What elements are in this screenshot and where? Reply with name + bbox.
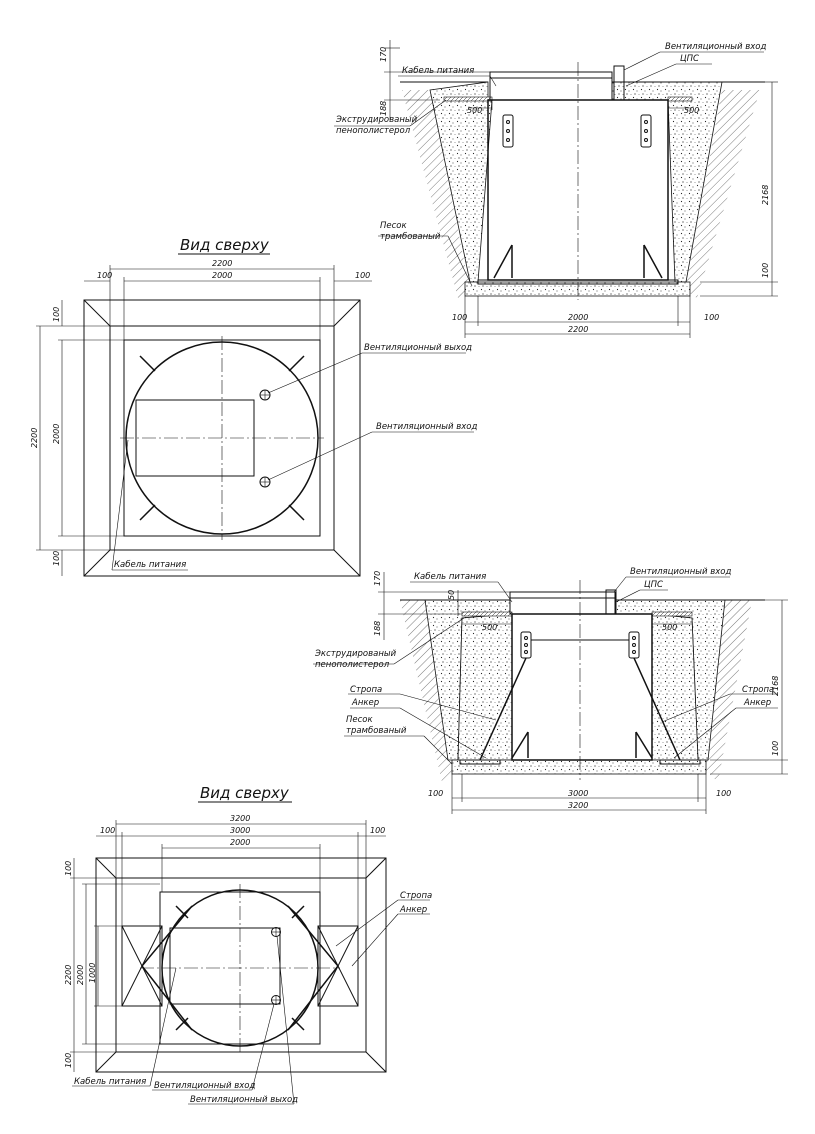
label-anchor-2l: Анкер [351, 698, 379, 708]
bracket-left-1 [502, 114, 514, 148]
sand-bottom-2 [451, 759, 707, 775]
label-foam-1: Экструдированый [335, 115, 418, 125]
dim-2168-1: 2168 [761, 185, 770, 205]
top-view-1-title: Вид сверху [180, 236, 270, 254]
dim-100-1v: 100 [761, 263, 770, 278]
foam-left-2 [461, 611, 513, 617]
label-vent-in-2: Вентиляционный вход [630, 567, 731, 577]
dim-2200-1h: 2200 [568, 325, 588, 334]
neck-1 [489, 71, 613, 101]
label-sling-2l: Стропа [350, 685, 382, 695]
label-anchor-2r: Анкер [743, 698, 771, 708]
dim-170-1: 170 [379, 47, 388, 62]
label-vent-in-t2: Вентиляционный вход [154, 1081, 255, 1091]
dim-2000-t2v: 2000 [76, 965, 85, 985]
dim-2000-t1v: 2000 [52, 424, 61, 444]
label-power-cable-1: Кабель питания [402, 66, 474, 76]
sand-outline-2 [115, 877, 367, 1053]
dim-3200-2: 3200 [568, 801, 588, 810]
pit-outline-1 [83, 299, 361, 577]
dim-2000-1h: 2000 [568, 313, 588, 322]
label-sand-2: Песок [346, 715, 373, 725]
label-sling-2r: Стропа [742, 685, 774, 695]
dim-3200-t2: 3200 [230, 814, 250, 823]
dim-100-t1b: 100 [52, 551, 61, 566]
label-power-cable-t2: Кабель питания [74, 1077, 146, 1087]
label-anchor-t2: Анкер [399, 905, 427, 915]
hatch-2 [169, 927, 281, 1005]
label-cps-1: ЦПС [680, 54, 699, 64]
base-plate-1 [477, 279, 679, 285]
dim-2200-t1v: 2200 [30, 428, 39, 448]
tank-2 [511, 613, 653, 761]
earth-left-2 [400, 600, 455, 782]
dim-500-2l: 500 [482, 623, 497, 632]
foam-left-1 [443, 96, 493, 102]
dim-500-2r: 500 [662, 623, 677, 632]
label-power-cable-t1: Кабель питания [114, 560, 186, 570]
section-2: 170 188 50 2168 100 3000 3200 100 100 50… [313, 567, 788, 814]
dim-188-2: 188 [373, 621, 382, 636]
dim-170-2: 170 [373, 571, 382, 586]
top-view-1: Вид сверху 2200 2000 100 10 [30, 236, 477, 577]
label-vent-out-t2: Вентиляционный выход [190, 1095, 298, 1105]
dim-3000-2: 3000 [568, 789, 588, 798]
label-sand2-2: трамбованый [346, 726, 407, 736]
dim-100-t2r: 100 [370, 826, 385, 835]
dim-2000-t2: 2000 [230, 838, 250, 847]
dim-2168-2: 2168 [771, 676, 780, 696]
label-vent-in-1: Вентиляционный вход [665, 42, 766, 52]
dim-2000-t1: 2000 [212, 271, 232, 280]
top-view-2-title: Вид сверху [200, 784, 290, 802]
top-view-2: Вид сверху [64, 784, 432, 1105]
dim-500-1r: 500 [684, 106, 699, 115]
earth-right-1 [685, 90, 760, 298]
dim-100-t1t: 100 [52, 307, 61, 322]
label-sling-t2: Стропа [400, 891, 432, 901]
neck-2 [509, 591, 616, 615]
dim-1000-t2v: 1000 [88, 963, 97, 983]
label-foam2-1: пенополистерол [336, 126, 411, 136]
label-vent-in-t1: Вентиляционный вход [376, 422, 477, 432]
label-vent-out-t1: Вентиляционный выход [364, 343, 472, 353]
sand-mid-left-2 [457, 613, 513, 761]
dim-100-2l: 100 [428, 789, 443, 798]
earth-right-2 [705, 600, 752, 782]
label-cps-2: ЦПС [644, 580, 663, 590]
dim-100-1r: 100 [704, 313, 719, 322]
dim-100-2r: 100 [716, 789, 731, 798]
label-foam-2: Экструдированый [314, 649, 397, 659]
label-power-cable-2: Кабель питания [414, 572, 486, 582]
foam-right-2 [651, 611, 693, 617]
sand-bottom-1 [464, 281, 691, 297]
dim-100-1l: 100 [452, 313, 467, 322]
dim-2200-t1: 2200 [212, 259, 232, 268]
foam-right-1 [667, 96, 693, 102]
label-foam2-2: пенополистерол [315, 660, 390, 670]
pit-outline-2 [95, 857, 387, 1073]
dim-100-t1r: 100 [355, 271, 370, 280]
dim-2200-t2v: 2200 [64, 965, 73, 985]
dim-3000-t2: 3000 [230, 826, 250, 835]
dim-100-t2b: 100 [64, 1053, 73, 1068]
dim-100-t2l: 100 [100, 826, 115, 835]
label-sand2-1: трамбованый [380, 232, 441, 242]
dim-100-t2t: 100 [64, 861, 73, 876]
dim-100-2v: 100 [771, 741, 780, 756]
bracket-right-1 [640, 114, 652, 148]
dim-188-1: 188 [379, 101, 388, 116]
section-1: 170 188 2168 100 2000 2200 100 100 500 5… [334, 40, 778, 338]
dim-50-2: 50 [447, 590, 456, 600]
dim-100-t1l: 100 [97, 271, 112, 280]
sand-mid-right-2 [651, 613, 699, 761]
hatch-1 [135, 399, 255, 477]
dim-500-1l: 500 [467, 106, 482, 115]
label-sand-1: Песок [380, 221, 407, 231]
sand-outline-1 [109, 325, 335, 551]
